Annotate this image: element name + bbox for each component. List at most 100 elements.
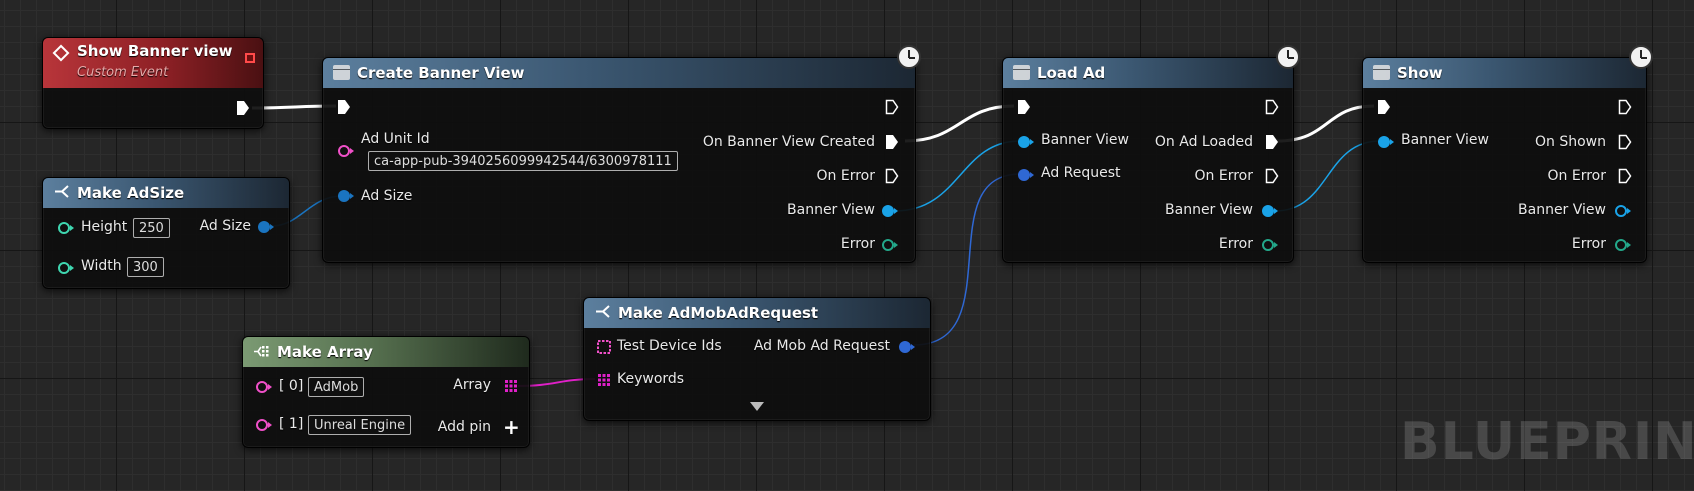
array-index-0-field[interactable]: AdMob [308,377,365,397]
exec-in-pin[interactable] [337,99,351,115]
ad-size-input-label: Ad Size [361,188,413,204]
add-pin-label[interactable]: Add pin [437,419,491,435]
event-header: Show Banner view Custom Event [43,38,263,88]
make-admob-ad-request-header: Make AdMobAdRequest [584,298,930,328]
create-banner-view-title: Create Banner View [357,64,525,82]
make-struct-icon [596,305,610,318]
exec-out-pin[interactable] [1618,134,1632,150]
struct-pin-icon[interactable] [1017,135,1035,149]
on-error-label: On Error [816,168,875,184]
latent-clock-icon [1629,45,1653,69]
make-adsize-header: Make AdSize [43,178,289,208]
string-set-pin-icon[interactable] [597,340,611,354]
banner-view-out-label: Banner View [1165,202,1253,218]
make-array-icon [254,346,269,357]
ad-size-out-label: Ad Size [199,218,251,234]
make-adsize-node[interactable]: Make AdSize Height 250 Width 300 Ad Size [42,177,290,289]
banner-view-in-label: Banner View [1041,132,1129,148]
struct-pin-icon[interactable] [1377,135,1395,149]
on-ad-loaded-label: On Ad Loaded [1154,134,1253,150]
show-banner-view-event-node[interactable]: Show Banner view Custom Event [42,37,264,129]
create-banner-view-node[interactable]: Create Banner View Ad Unit Id ca-app-pub… [322,57,916,263]
on-banner-view-created-label: On Banner View Created [702,134,875,150]
show-node[interactable]: Show Banner View On Shown On Error Banne… [1362,57,1647,263]
load-ad-title: Load Ad [1037,64,1106,82]
exec-out-pin[interactable] [1618,168,1632,184]
struct-pin-icon[interactable] [1261,204,1279,218]
string-pin-icon[interactable] [337,144,355,158]
make-array-title: Make Array [277,343,373,361]
struct-pin-icon[interactable] [898,340,916,354]
exec-out-pin[interactable] [236,100,250,116]
event-diamond-icon [52,44,70,62]
error-out-label: Error [840,236,875,252]
error-pin-icon[interactable] [1261,238,1279,252]
blueprint-watermark: BLUEPRINT [1400,412,1694,472]
array-index-1-label: [ 1] [279,416,304,432]
make-struct-icon [55,185,69,198]
make-array-header: Make Array [243,337,529,367]
struct-pin-icon[interactable] [881,204,899,218]
exec-out-pin[interactable] [885,99,899,115]
array-pin-icon[interactable] [504,379,518,393]
struct-pin-icon[interactable] [337,189,355,203]
exec-wire-create-to-loadad [904,104,1015,143]
height-field[interactable]: 250 [133,218,170,238]
keywords-label: Keywords [617,371,685,387]
make-admob-ad-request-node[interactable]: Make AdMobAdRequest Test Device Ids Keyw… [583,297,931,421]
show-header: Show [1363,58,1646,88]
array-out-label: Array [453,377,491,393]
on-shown-label: On Shown [1535,134,1606,150]
struct-pin-icon[interactable] [1614,204,1632,218]
latent-clock-icon [1276,45,1300,69]
error-out-label: Error [1218,236,1253,252]
exec-out-pin[interactable] [885,168,899,184]
on-error-label: On Error [1194,168,1253,184]
width-label: Width [81,258,122,274]
struct-pin-icon[interactable] [257,220,275,234]
int-pin-icon[interactable] [57,261,75,275]
exec-in-pin[interactable] [1377,99,1391,115]
delegate-pin-icon[interactable] [245,53,255,63]
int-pin-icon[interactable] [57,221,75,235]
make-array-node[interactable]: Make Array [ 0] AdMob [ 1] Unreal Engine… [242,336,530,448]
exec-out-pin[interactable] [1265,134,1279,150]
array-index-1-field[interactable]: Unreal Engine [308,415,412,435]
array-pin-icon[interactable] [597,373,611,387]
latent-clock-icon [897,45,921,69]
exec-out-pin[interactable] [1265,168,1279,184]
ad-request-in-label: Ad Request [1041,165,1121,181]
add-pin-plus-icon[interactable]: + [503,415,520,439]
exec-out-pin[interactable] [885,134,899,150]
make-admob-ad-request-title: Make AdMobAdRequest [618,304,819,322]
string-pin-icon[interactable] [255,380,273,394]
function-icon [1373,65,1390,80]
load-ad-header: Load Ad [1003,58,1293,88]
expand-advanced-chevron-icon[interactable] [750,402,764,411]
ad-unit-id-label: Ad Unit Id [361,131,430,147]
event-title: Show Banner view [77,42,233,60]
banner-view-out-label: Banner View [787,202,875,218]
on-error-label: On Error [1547,168,1606,184]
show-title: Show [1397,64,1443,82]
load-ad-node[interactable]: Load Ad Banner View Ad Request On Ad Loa… [1002,57,1294,263]
ad-mob-ad-request-out-label: Ad Mob Ad Request [753,338,890,354]
struct-pin-icon[interactable] [1017,168,1035,182]
ad-unit-id-field[interactable]: ca-app-pub-3940256099942544/6300978111 [368,151,678,171]
exec-out-pin[interactable] [1618,99,1632,115]
exec-out-pin[interactable] [1265,99,1279,115]
string-pin-icon[interactable] [255,418,273,432]
exec-in-pin[interactable] [1017,99,1031,115]
banner-view-out-label: Banner View [1518,202,1606,218]
error-out-label: Error [1571,236,1606,252]
function-icon [1013,65,1030,80]
error-pin-icon[interactable] [881,238,899,252]
banner-view-in-label: Banner View [1401,132,1489,148]
function-icon [333,65,350,80]
event-subtitle: Custom Event [77,65,169,80]
make-adsize-title: Make AdSize [77,184,185,202]
height-label: Height [81,219,128,235]
create-banner-view-header: Create Banner View [323,58,915,88]
width-field[interactable]: 300 [127,257,164,277]
error-pin-icon[interactable] [1614,238,1632,252]
